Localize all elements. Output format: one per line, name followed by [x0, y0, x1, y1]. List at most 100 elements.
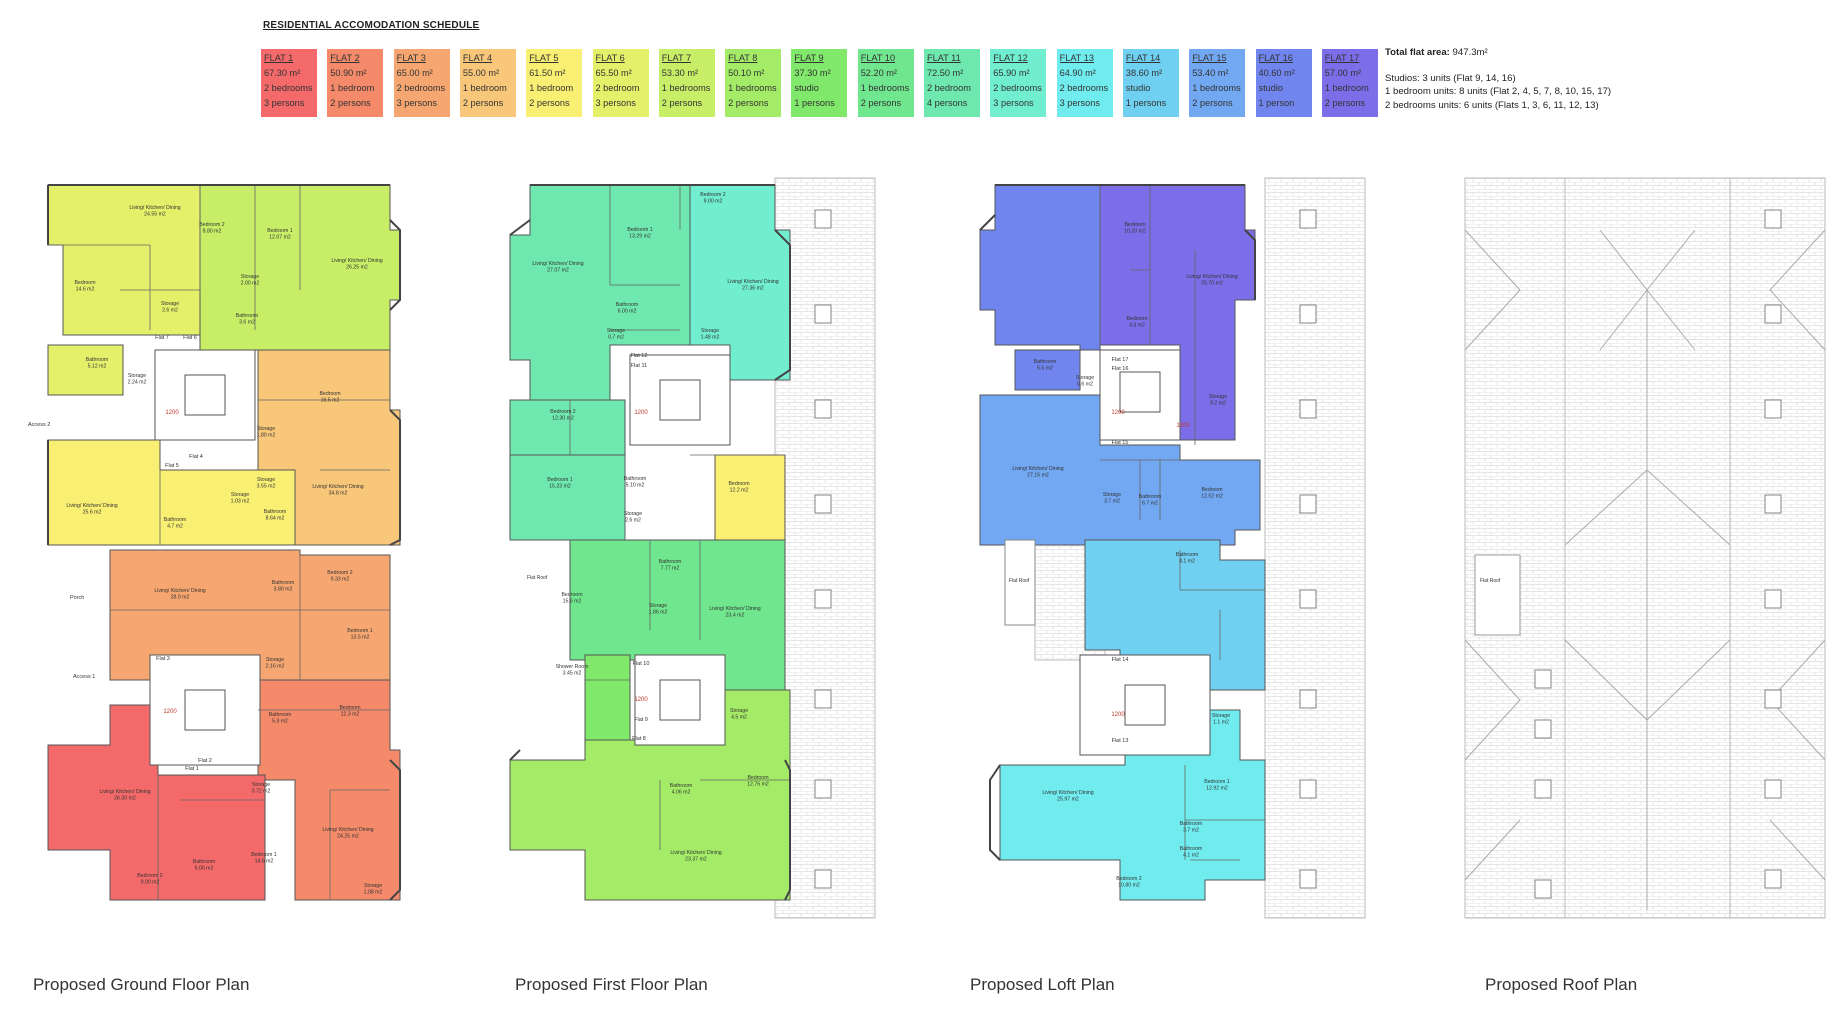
room-name: Storage: [1103, 492, 1121, 498]
room-name: Bathroom: [670, 783, 693, 789]
room-area: 5.10 m2: [626, 483, 645, 489]
room-name: Bedroom: [74, 280, 95, 286]
room-name: Storage: [607, 328, 625, 334]
flat-persons: 2 persons: [1324, 98, 1366, 108]
room-name: Living/ Kitchen/ Dining: [532, 261, 583, 267]
room-area: 3.72 m2: [252, 789, 271, 795]
roof-light-25: [1534, 719, 1552, 739]
flat-area: 37.30 m²: [794, 68, 831, 78]
room-name: Living/ Kitchen/ Dining: [312, 484, 363, 490]
flat-13-label: Flat 13: [1112, 738, 1129, 744]
first-flat-roof-label: Flat Roof: [527, 575, 548, 581]
roof-flat-area: [1474, 554, 1521, 636]
room-name: Bathroom: [86, 357, 109, 363]
room-area: 9.00 m2: [141, 880, 160, 886]
flat-area: 57.00 m²: [1324, 68, 1362, 78]
flat-area: 64.90 m²: [1059, 68, 1096, 78]
roof-light-0: [814, 209, 832, 229]
roof-right-block: [1729, 177, 1826, 919]
room-area: 24.55 m2: [144, 212, 166, 218]
roof-light-4: [814, 589, 832, 609]
room-area: 25.6 m2: [83, 510, 102, 516]
flat-2-label: Flat 2: [198, 758, 212, 764]
flat-persons: 2 persons: [661, 98, 703, 108]
flat-persons: 2 persons: [728, 98, 769, 108]
room-area: 9.00 m2: [704, 199, 723, 205]
room-area: 12.76 m2: [747, 782, 769, 788]
room-name: Storage: [231, 492, 249, 498]
flat-rooms: 2 bedrooms: [1059, 83, 1109, 93]
ground-dim-lower: 1200: [163, 709, 177, 715]
roof-light-2: [814, 399, 832, 419]
room-area: 1.86 m2: [649, 610, 668, 616]
roof-light-12: [1299, 589, 1317, 609]
room-name: Bathroom: [264, 509, 287, 515]
total-flat-area: Total flat area: 947.3m²: [1385, 47, 1488, 58]
room-name: Living/ Kitchen/ Dining: [66, 503, 117, 509]
flat-area: 65.90 m²: [993, 68, 1030, 78]
roof-caption: Proposed Roof Plan: [1485, 975, 1638, 994]
room-name: Living/ Kitchen/ Dining: [670, 850, 721, 856]
room-area: 1.03 m2: [231, 499, 250, 505]
room-name: Bedroom: [339, 705, 360, 711]
flat-name: FLAT 14: [1125, 53, 1161, 63]
flat-15-label: Flat 15: [1112, 440, 1129, 446]
flat-rooms: studio: [1125, 83, 1151, 93]
room-area: 15.6 m2: [563, 599, 582, 605]
room-area: 2.6 m2: [625, 518, 641, 524]
flat-rooms: 2 bedrooms: [993, 83, 1042, 93]
flat-name: FLAT 9: [794, 53, 824, 63]
room-area: 1.48 m2: [701, 335, 720, 341]
room-name: Bedroom 2: [1116, 876, 1141, 882]
room-name: Bedroom: [1201, 487, 1222, 493]
room-area: 4.5 m2: [731, 715, 747, 721]
room-name: Bedroom 1: [627, 227, 652, 233]
room-area: 3.55 m2: [257, 484, 276, 490]
flat-17-label: Flat 17: [1112, 357, 1129, 363]
roof-light-26: [1534, 779, 1552, 799]
flat-7-label: Flat 7: [155, 335, 169, 341]
room-name: Bathroom: [236, 313, 259, 319]
loft-stair-lower: [1124, 684, 1166, 726]
room-name: Storage: [1209, 394, 1227, 400]
room-name: Living/ Kitchen/ Dining: [1012, 466, 1063, 472]
flat-rooms: 2 bedrooms: [264, 83, 313, 93]
room-name: Storage: [1212, 713, 1230, 719]
flat-persons: 2 persons: [860, 98, 902, 108]
room-name: Bedroom: [747, 775, 768, 781]
room-name: Storage: [252, 782, 270, 788]
room-area: 12.3 m2: [341, 712, 360, 718]
flat-persons: 3 persons: [264, 98, 305, 108]
flat-5-upper: [714, 454, 786, 541]
ground-dim-upper: 1200: [165, 410, 179, 416]
flat-persons: 1 persons: [794, 98, 835, 108]
flat-name: FLAT 15: [1192, 53, 1227, 63]
flat-persons: 2 persons: [330, 98, 371, 108]
first-partitions: [569, 185, 790, 850]
flat-persons: 2 persons: [462, 98, 504, 108]
room-area: 1.08 m2: [364, 890, 383, 896]
room-name: Bedroom 2: [700, 192, 725, 198]
room-name: Storage: [649, 603, 667, 609]
room-name: Bathroom: [659, 559, 682, 565]
room-area: 12.07 m2: [269, 235, 291, 241]
roof-light-6: [814, 779, 832, 799]
porch-label: Porch: [70, 595, 84, 601]
flat-name: FLAT 8: [728, 53, 758, 63]
flat-area: 65.00 m²: [396, 68, 433, 78]
flat-rooms: 1 bedroom: [462, 83, 507, 93]
room-area: 25.97 m2: [1057, 797, 1079, 803]
room-area: 5.3 m2: [272, 719, 288, 725]
room-name: Bedroom: [728, 481, 749, 487]
room-area: 2.00 m2: [241, 281, 260, 287]
roof-light-19: [1764, 494, 1782, 514]
flat-name: FLAT 6: [595, 53, 625, 63]
roof-light-11: [1299, 494, 1317, 514]
room-name: Bathroom: [616, 302, 639, 308]
first-dim-lower: 1200: [634, 697, 648, 703]
room-area: 1.1 m2: [1213, 720, 1229, 726]
room-area: 2.16 m2: [266, 664, 285, 670]
